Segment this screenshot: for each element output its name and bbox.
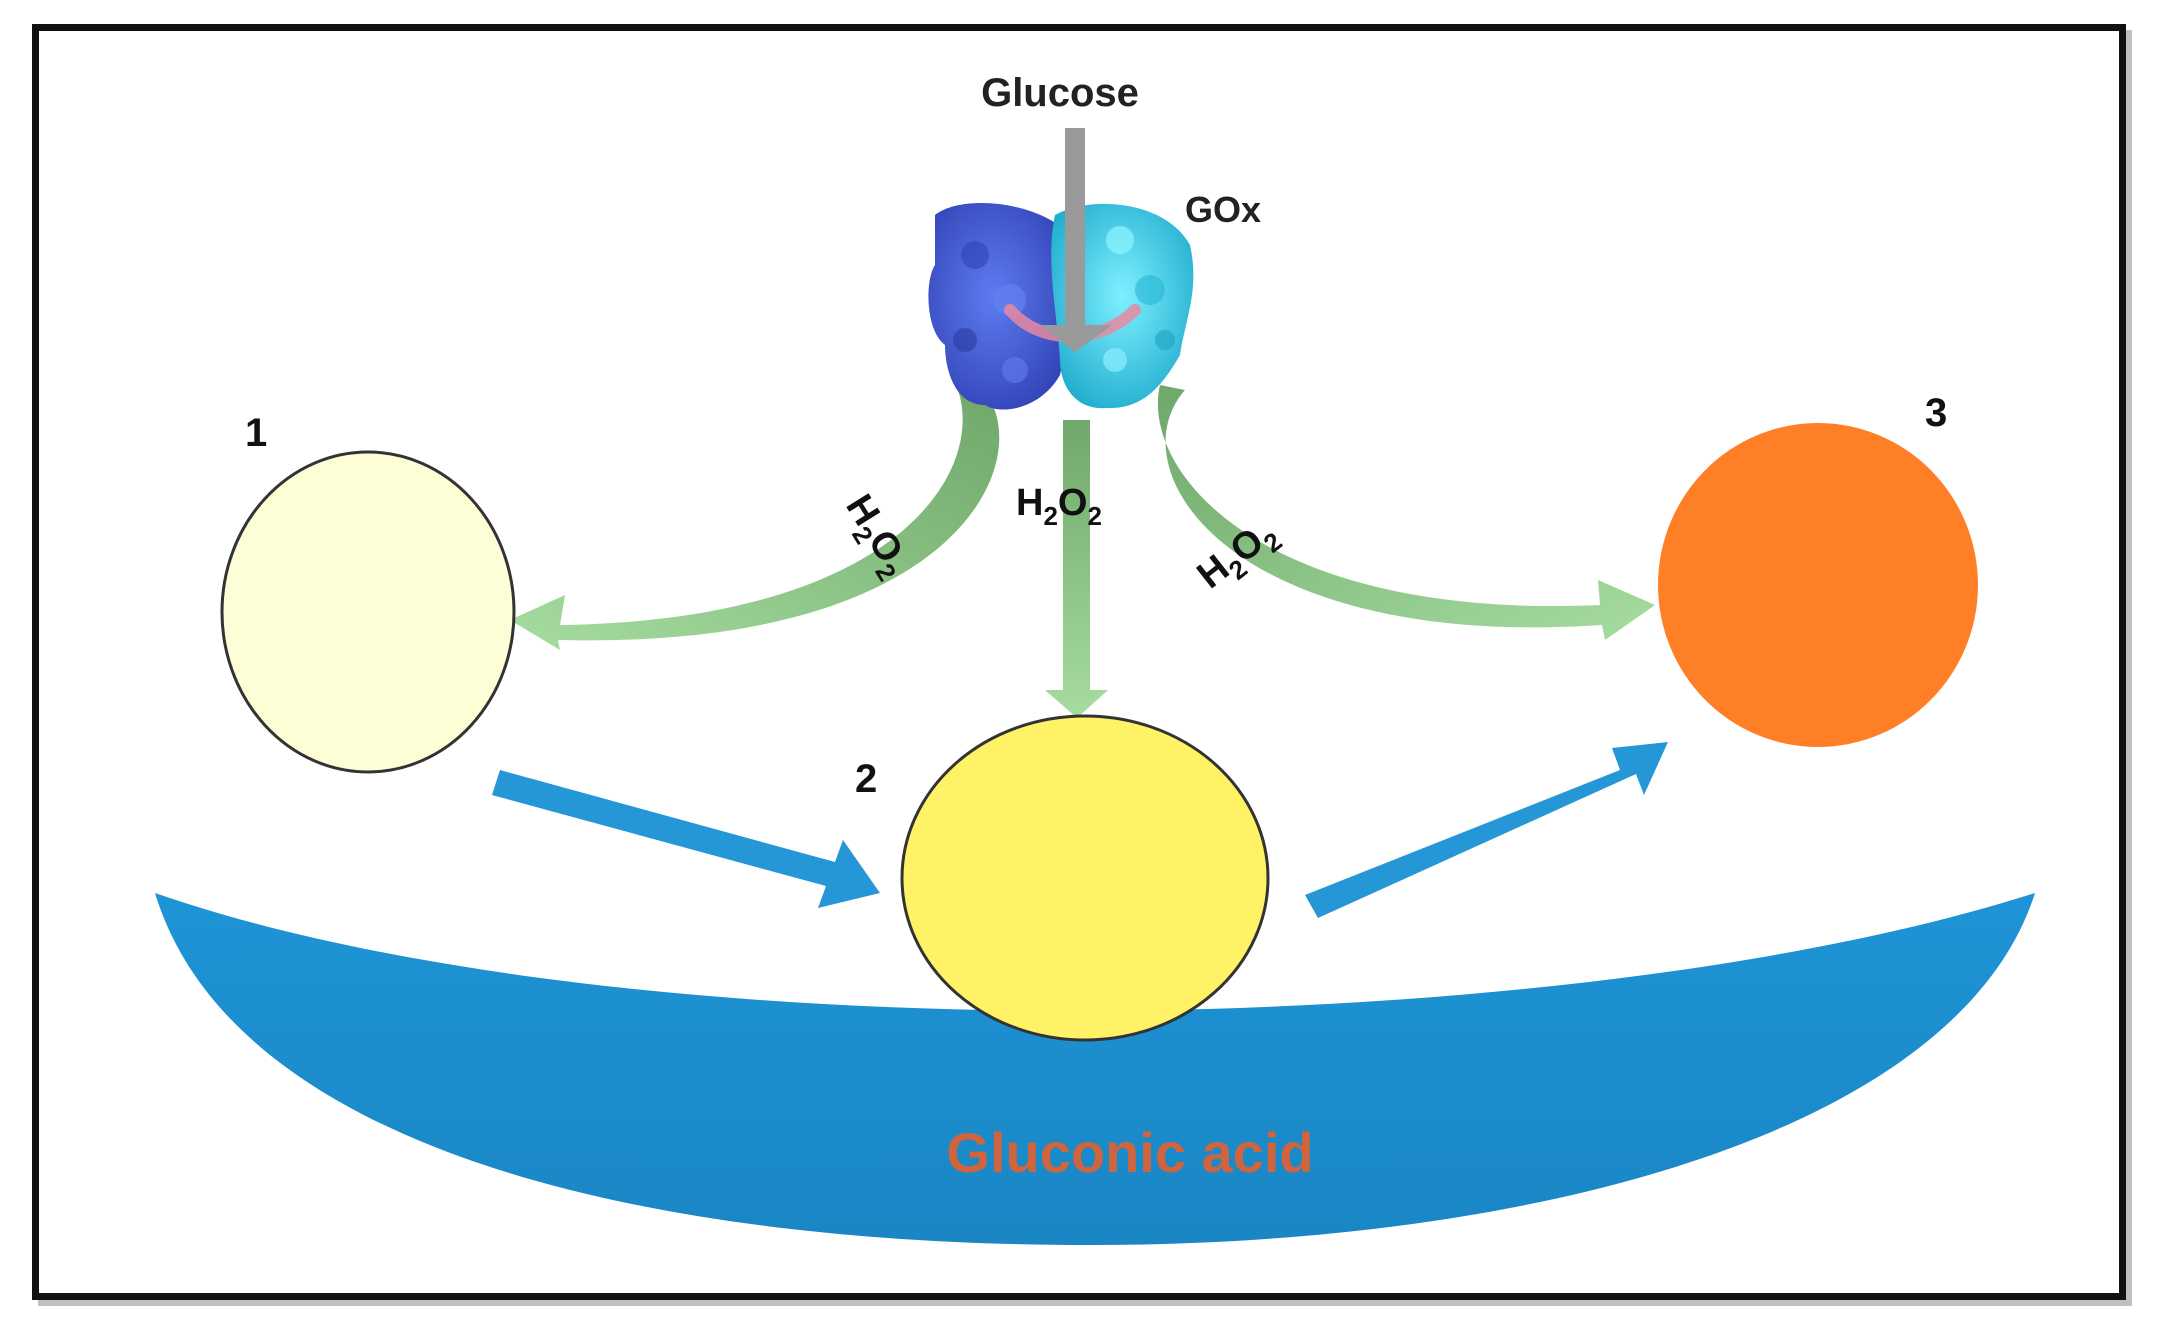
gluconic-acid-label: Gluconic acid	[946, 1121, 1313, 1184]
state-2-circle	[900, 714, 1270, 1042]
state-2-number: 2	[855, 757, 877, 801]
state-3-circle	[1658, 423, 1978, 747]
glucose-label: Glucose	[981, 71, 1139, 115]
glucose-arrow	[1040, 128, 1112, 352]
flow-arrow-1-to-2	[492, 770, 880, 908]
state-3-number: 3	[1925, 391, 1947, 435]
h2o2-arrow-center	[1045, 420, 1108, 718]
h2o2-arrow-left	[510, 390, 1000, 650]
state-1-number: 1	[245, 411, 267, 455]
gluconic-acid-bowl	[155, 893, 2035, 1245]
state-1-circle	[220, 450, 516, 774]
h2o2-label-center: H2O2	[1016, 482, 1102, 531]
gox-label: GOx	[1185, 189, 1261, 230]
svg-text:H2O2: H2O2	[1016, 482, 1102, 531]
flow-arrow-2-to-3	[1305, 742, 1668, 918]
gox-enzyme-illustration	[928, 203, 1194, 410]
h2o2-arrow-right	[1157, 385, 1655, 640]
